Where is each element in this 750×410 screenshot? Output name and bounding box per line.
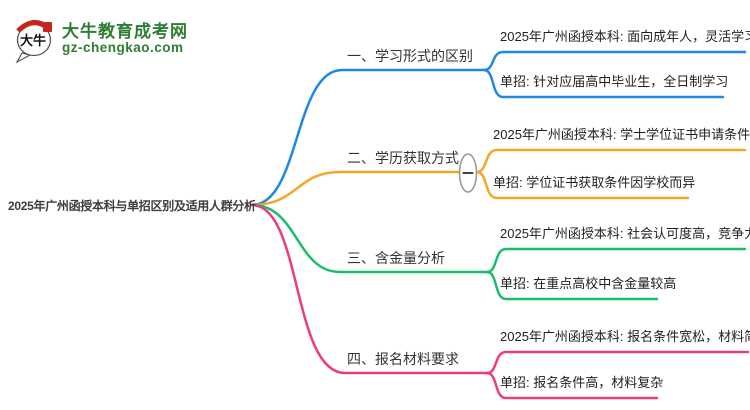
branch-1-label[interactable]: 一、学习形式的区别 bbox=[347, 48, 473, 64]
branch-4-label[interactable]: 四、报名材料要求 bbox=[347, 351, 459, 367]
branch-1-connector bbox=[250, 68, 486, 207]
leaf-3b-label[interactable]: 单招: 在重点高校中含金量较高 bbox=[500, 276, 677, 291]
leaf-2b-label[interactable]: 单招: 学位证书获取条件因学校而异 bbox=[493, 175, 696, 190]
branch-3-label[interactable]: 三、含金量分析 bbox=[347, 250, 445, 266]
branch-2-label[interactable]: 二、学历获取方式 bbox=[347, 150, 459, 166]
leaf-3a-label[interactable]: 2025年广州函授本科: 社会认可度高，竞争力强 bbox=[500, 226, 750, 241]
leaf-1b-connector bbox=[482, 68, 725, 99]
branch-3-connector bbox=[250, 203, 489, 274]
leaf-4a-label[interactable]: 2025年广州函授本科: 报名条件宽松，材料简单 bbox=[500, 329, 750, 344]
brand-logo-icon: 大牛 bbox=[15, 20, 52, 64]
logo-seal bbox=[43, 22, 52, 32]
leaf-2b-connector bbox=[475, 170, 690, 200]
logo-characters: 大牛 bbox=[20, 33, 46, 48]
branch-2-connector bbox=[250, 170, 461, 207]
leaf-3a-connector bbox=[485, 247, 747, 274]
leaf-4a-connector bbox=[485, 350, 750, 375]
leaf-2a-label[interactable]: 2025年广州函授本科: 学士学位证书申请条件 bbox=[493, 127, 750, 142]
branch-4-connector bbox=[250, 203, 489, 375]
leaf-1a-connector bbox=[482, 50, 747, 72]
brand-domain: gz-chengkao.com bbox=[62, 40, 184, 55]
collapse-button[interactable] bbox=[458, 153, 478, 193]
brand-name: 大牛教育成考网 bbox=[62, 22, 188, 41]
leaf-1a-label[interactable]: 2025年广州函授本科: 面向成年人，灵活学习 bbox=[500, 29, 750, 44]
leaf-3b-connector bbox=[485, 270, 659, 301]
leaf-4b-connector bbox=[485, 371, 659, 400]
leaf-4b-label[interactable]: 单招: 报名条件高，材料复杂 bbox=[500, 375, 664, 390]
central-topic[interactable]: 2025年广州函授本科与单招区别及适用人群分析 bbox=[8, 199, 256, 213]
leaf-2a-connector bbox=[475, 148, 747, 174]
leaf-1b-label[interactable]: 单招: 针对应届高中毕业生，全日制学习 bbox=[500, 74, 729, 89]
